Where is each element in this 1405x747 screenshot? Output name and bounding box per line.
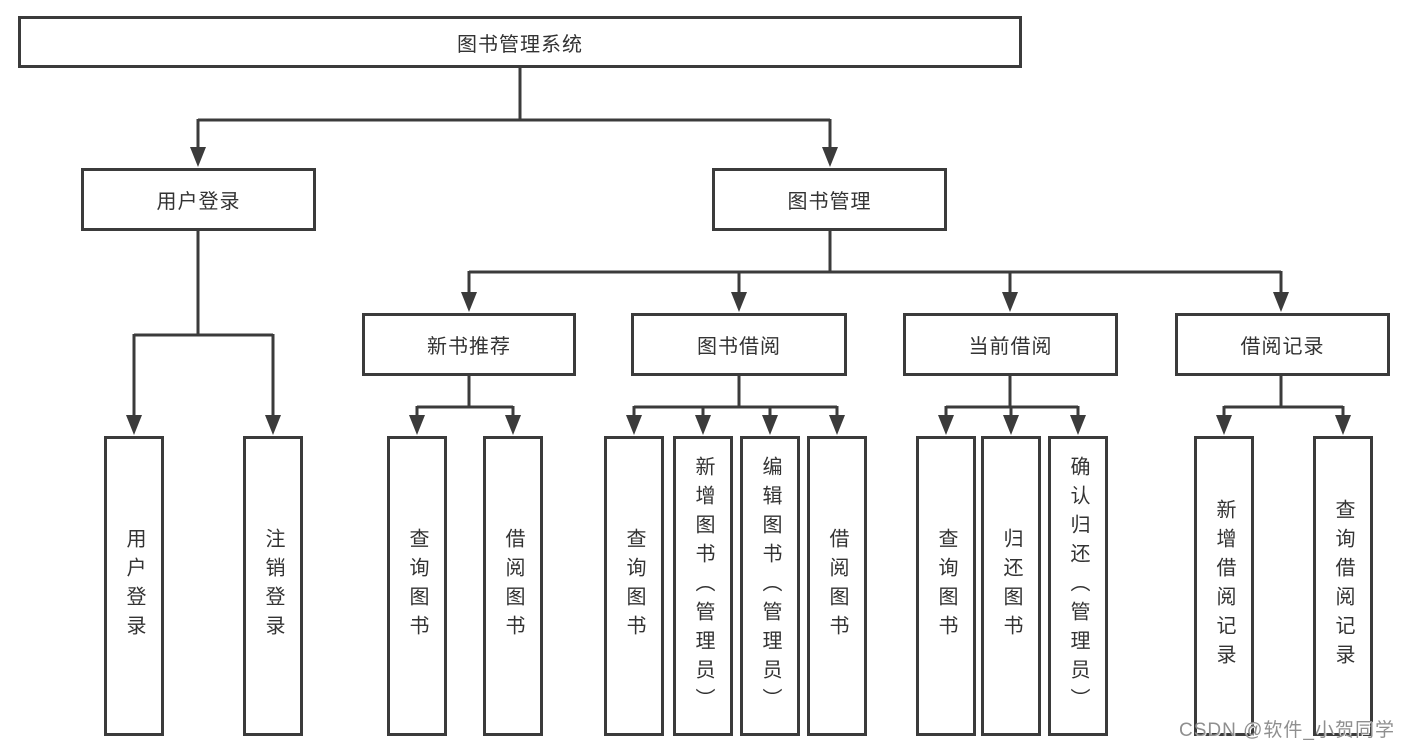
node-label: 图书管理 bbox=[787, 191, 872, 213]
leaf-query-books-borrow: 查询图书 bbox=[604, 436, 664, 736]
node-user-login: 用户登录 bbox=[81, 168, 316, 231]
leaf-borrow-books-recommend: 借阅图书 bbox=[483, 436, 543, 736]
node-label: 当前借阅 bbox=[968, 336, 1053, 358]
node-borrow-records: 借阅记录 bbox=[1175, 313, 1390, 376]
node-label: 借阅记录 bbox=[1240, 336, 1325, 358]
leaf-label: 编辑图书（管理员） bbox=[759, 455, 781, 717]
node-library-system: 图书管理系统 bbox=[18, 16, 1022, 68]
leaf-label: 注销登录 bbox=[262, 528, 284, 644]
node-label: 图书借阅 bbox=[697, 336, 781, 358]
leaf-edit-books-admin: 编辑图书（管理员） bbox=[740, 436, 800, 736]
leaf-user-login: 用户登录 bbox=[104, 436, 164, 736]
leaf-label: 借阅图书 bbox=[502, 528, 524, 644]
leaf-label: 确认归还（管理员） bbox=[1067, 455, 1089, 717]
node-label: 图书管理系统 bbox=[457, 33, 583, 56]
leaf-query-books-recommend: 查询图书 bbox=[387, 436, 447, 736]
arrowheads bbox=[126, 147, 1351, 435]
node-label: 新书推荐 bbox=[427, 336, 511, 358]
leaf-label: 查询借阅记录 bbox=[1332, 499, 1354, 673]
node-book-borrow: 图书借阅 bbox=[631, 313, 847, 376]
node-current-borrow: 当前借阅 bbox=[903, 313, 1118, 376]
leaf-label: 查询图书 bbox=[623, 528, 645, 644]
leaf-add-borrow-record: 新增借阅记录 bbox=[1194, 436, 1254, 736]
node-new-book-recommend: 新书推荐 bbox=[362, 313, 576, 376]
leaf-label: 查询图书 bbox=[935, 528, 957, 644]
leaf-query-books-current: 查询图书 bbox=[916, 436, 976, 736]
node-label: 用户登录 bbox=[156, 191, 241, 213]
leaf-return-books: 归还图书 bbox=[981, 436, 1041, 736]
leaf-label: 借阅图书 bbox=[826, 528, 848, 644]
leaf-query-borrow-record: 查询借阅记录 bbox=[1313, 436, 1373, 736]
leaf-label: 用户登录 bbox=[123, 528, 145, 644]
leaf-logout: 注销登录 bbox=[243, 436, 303, 736]
watermark: CSDN @软件_小贺同学 bbox=[1179, 720, 1395, 741]
leaf-add-books-admin: 新增图书（管理员） bbox=[673, 436, 733, 736]
leaf-label: 新增图书（管理员） bbox=[692, 455, 714, 717]
leaf-label: 新增借阅记录 bbox=[1213, 499, 1235, 673]
leaf-label: 归还图书 bbox=[1000, 528, 1022, 644]
leaf-confirm-return-admin: 确认归还（管理员） bbox=[1048, 436, 1108, 736]
leaf-borrow-books: 借阅图书 bbox=[807, 436, 867, 736]
leaf-label: 查询图书 bbox=[406, 528, 428, 644]
node-book-management: 图书管理 bbox=[712, 168, 947, 231]
